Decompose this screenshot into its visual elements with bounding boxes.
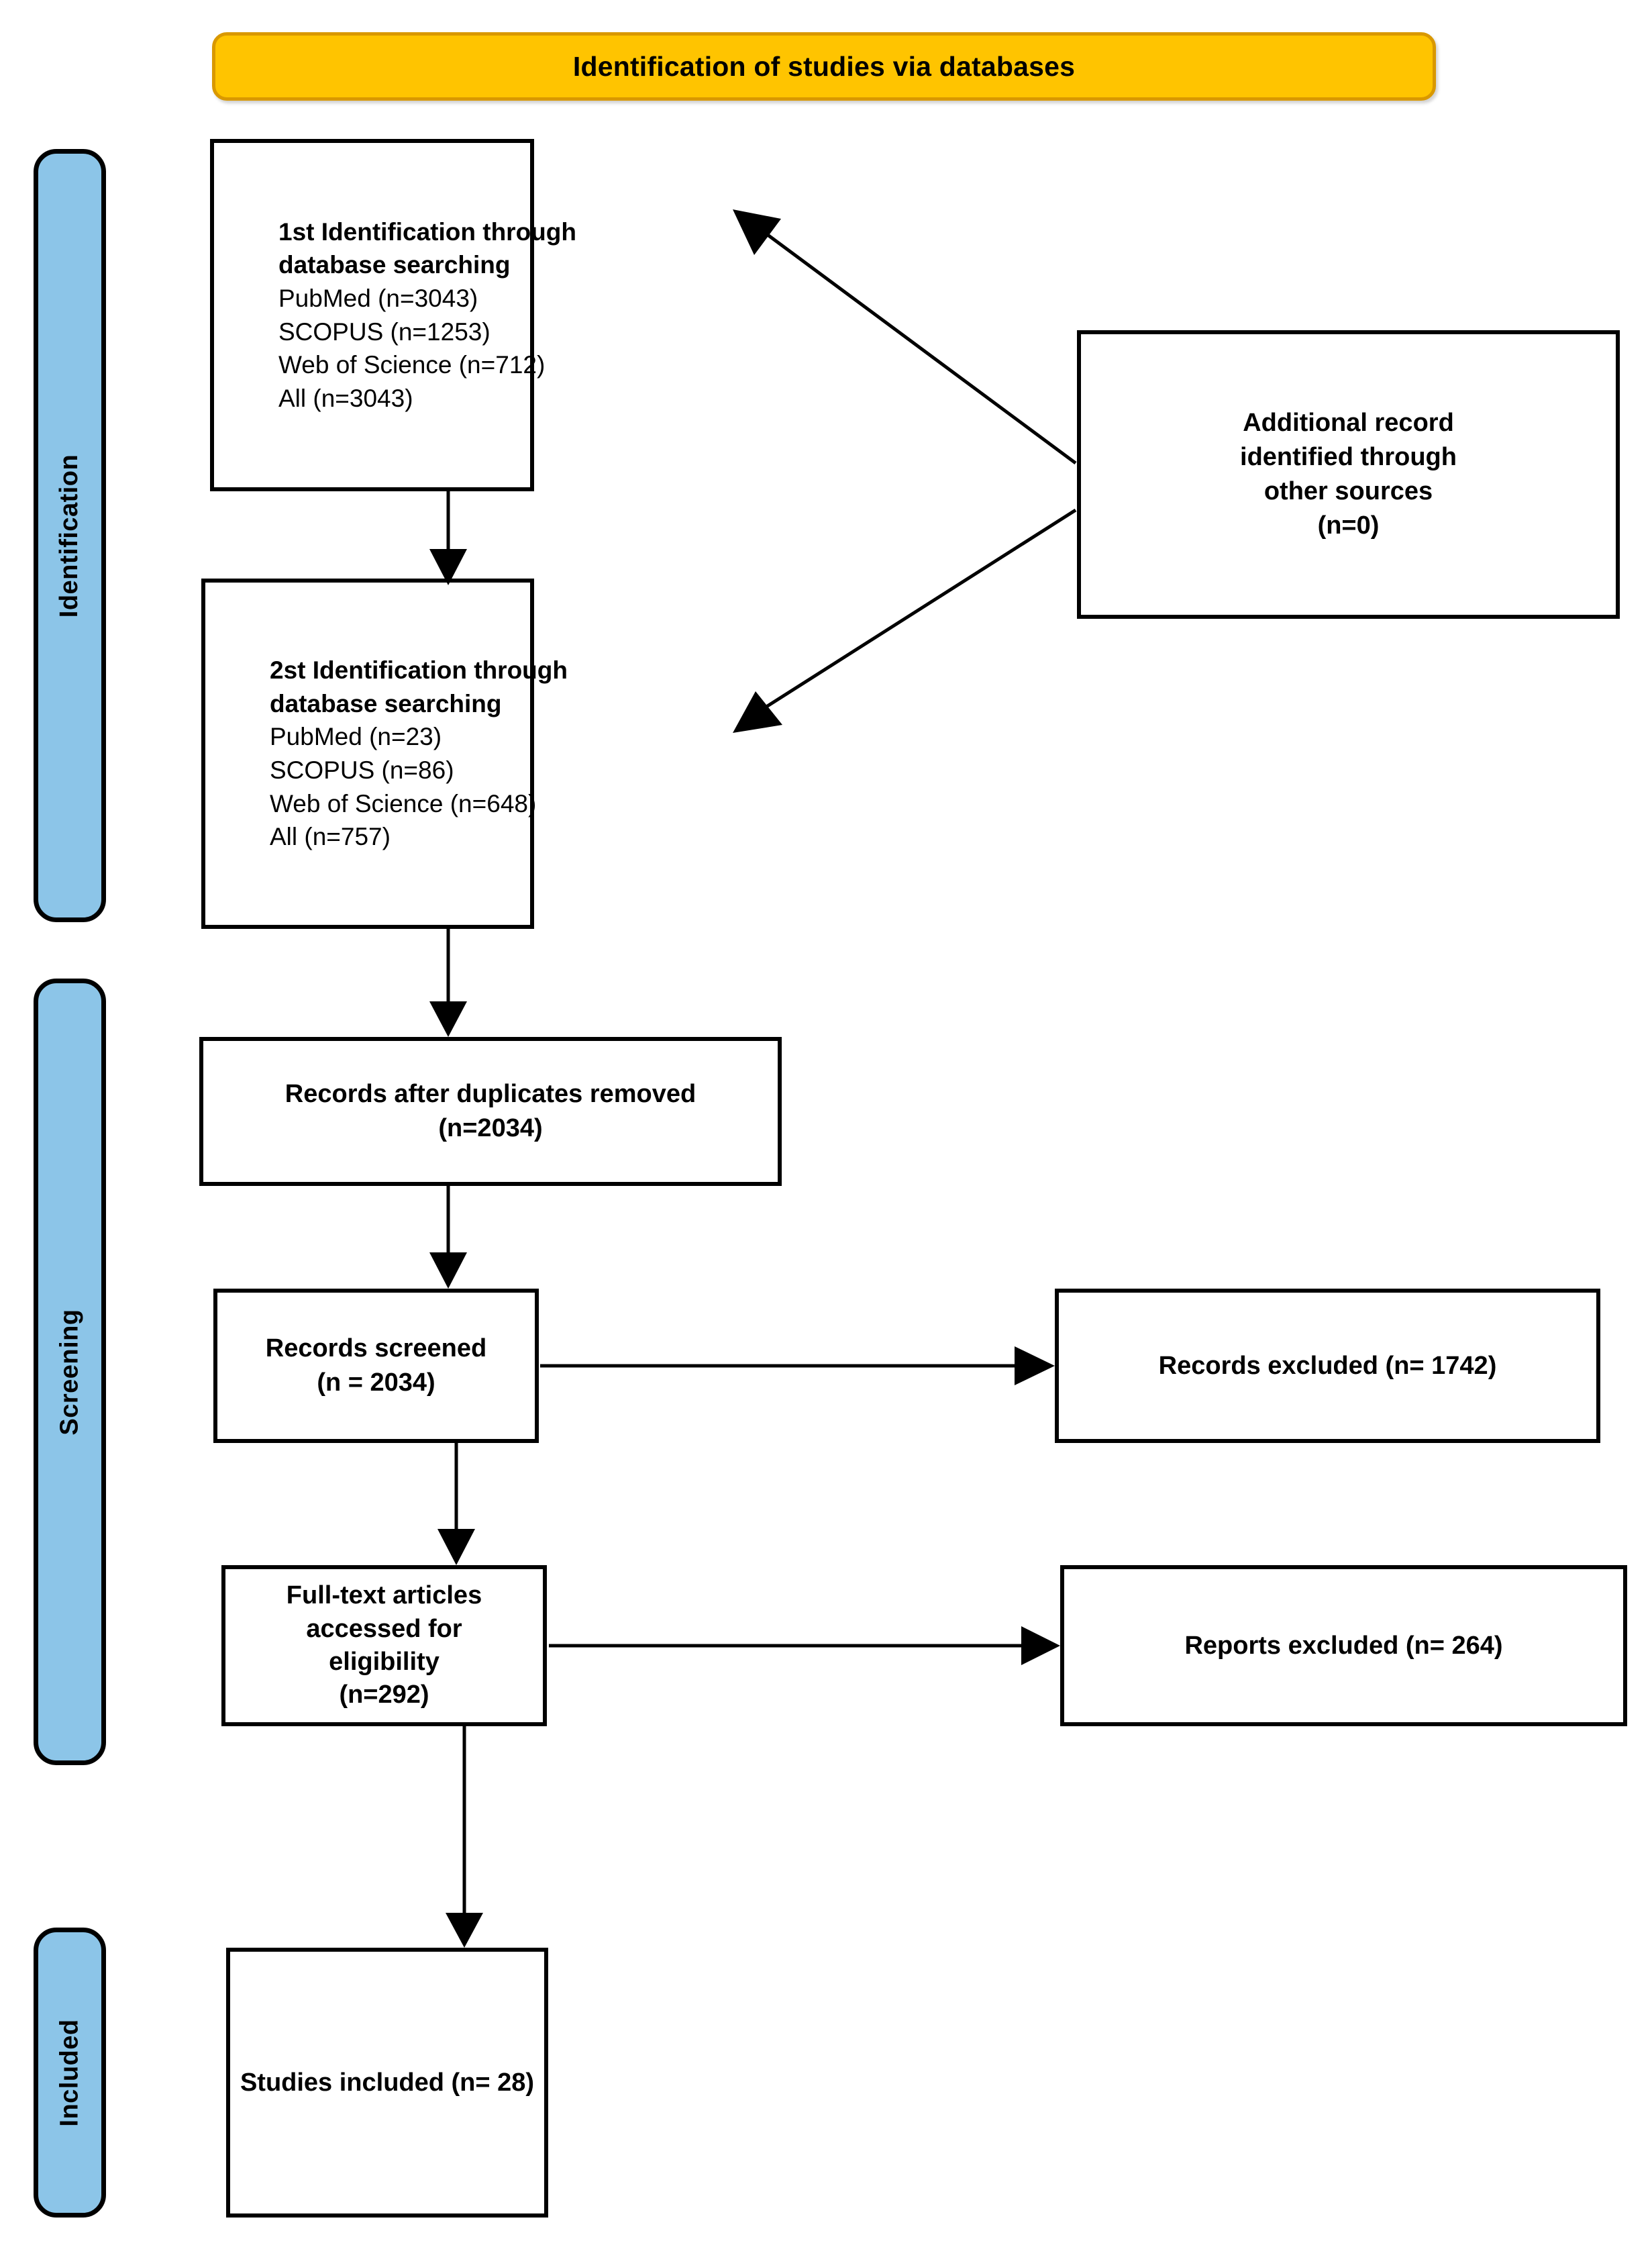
full-text-assessed-count: (n=292) [339, 1681, 429, 1709]
identification-first-source-pubmed: PubMed (n=3043) [278, 284, 478, 312]
stage-label-included: Included [55, 2018, 84, 2127]
full-text-assessed-line1: Full-text articles accessed for [286, 1581, 482, 1643]
identification-first-source-all: All (n=3043) [278, 384, 413, 412]
box-identification-first: 1st Identification through database sear… [210, 139, 576, 491]
box-records-excluded: Records excluded (n= 1742) [1055, 1289, 1600, 1443]
identification-first-source-wos: Web of Science (n=712) [278, 351, 546, 379]
identification-first-source-scopus: SCOPUS (n=1253) [278, 317, 491, 346]
box-identification-second: 2st Identification through database sear… [201, 579, 568, 929]
identification-first-heading-line2: database searching [278, 251, 511, 279]
studies-included-label: Studies included (n= 28) [240, 2068, 535, 2097]
arrow-additional-to-ident1 [733, 209, 1077, 465]
records-screened-count: (n = 2034) [317, 1368, 435, 1397]
additional-records-line1: Additional record [1243, 409, 1454, 438]
identification-second-source-all: All (n=757) [270, 823, 391, 851]
box-full-text-assessed: Full-text articles accessed for eligibil… [221, 1565, 547, 1726]
arrow-full-text-to-studies-included [446, 1726, 483, 1948]
duplicates-removed-count: (n=2034) [438, 1114, 543, 1142]
identification-second-source-pubmed: PubMed (n=23) [270, 723, 442, 751]
additional-records-count: (n=0) [1317, 511, 1380, 540]
box-records-screened: Records screened (n = 2034) [213, 1289, 539, 1443]
box-studies-included: Studies included (n= 28) [226, 1948, 548, 2218]
arrow-screened-to-records-excluded [540, 1346, 1055, 1385]
banner-title: Identification of studies via databases [572, 50, 1076, 82]
additional-records-line2: identified through [1240, 443, 1457, 472]
full-text-assessed-line2: eligibility [329, 1648, 440, 1676]
stage-bar-identification: Identification [34, 149, 106, 922]
arrow-full-text-to-reports-excluded [549, 1626, 1060, 1665]
box-additional-records: Additional record identified through oth… [1077, 330, 1620, 619]
arrow-duplicates-to-screened [429, 1186, 467, 1289]
identification-second-source-scopus: SCOPUS (n=86) [270, 756, 454, 784]
identification-second-heading-line1: 2st Identification through [270, 656, 568, 685]
stage-label-screening: Screening [55, 1308, 84, 1436]
stage-bar-included: Included [34, 1928, 106, 2218]
arrow-additional-to-ident2 [733, 508, 1077, 733]
duplicates-removed-label: Records after duplicates removed [285, 1080, 696, 1109]
stage-bar-screening: Screening [34, 979, 106, 1765]
records-screened-label: Records screened [265, 1334, 487, 1363]
identification-first-heading-line1: 1st Identification through [278, 217, 576, 246]
box-duplicates-removed: Records after duplicates removed (n=2034… [199, 1037, 782, 1186]
box-reports-excluded: Reports excluded (n= 264) [1060, 1565, 1627, 1726]
records-excluded-label: Records excluded (n= 1742) [1158, 1351, 1497, 1380]
arrow-screened-to-full-text [437, 1443, 475, 1565]
diagram-banner: Identification of studies via databases [212, 32, 1436, 101]
stage-label-identification: Identification [55, 454, 84, 617]
arrow-ident2-to-duplicates [429, 929, 467, 1037]
identification-second-heading-line2: database searching [270, 689, 502, 717]
additional-records-line3: other sources [1263, 477, 1433, 505]
identification-second-source-wos: Web of Science (n=648) [270, 789, 537, 817]
reports-excluded-label: Reports excluded (n= 264) [1184, 1631, 1503, 1660]
arrow-ident1-to-ident2 [429, 491, 467, 585]
